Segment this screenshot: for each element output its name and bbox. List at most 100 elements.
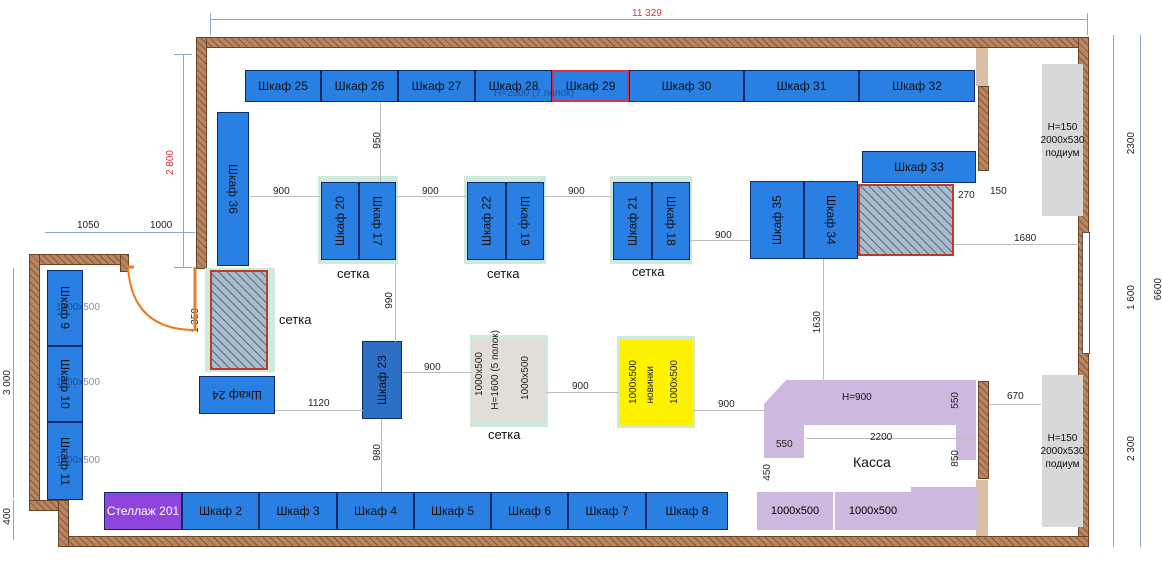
measure-line <box>402 372 472 373</box>
label-setka: сетка <box>279 312 312 327</box>
mesh-area <box>210 270 268 370</box>
display-new <box>619 340 693 426</box>
cabinet-7[interactable]: Шкаф 7 <box>568 492 646 530</box>
measure-label: 670 <box>1007 391 1024 402</box>
cabinet-23[interactable]: Шкаф 23 <box>362 341 402 419</box>
measure-label: 900 <box>424 362 441 373</box>
dimension-line-left-bottom <box>13 500 14 540</box>
display-new-label: новинки <box>645 366 656 404</box>
wall-light <box>976 48 988 86</box>
display-beige-shelves: H=1600 (5 полок) <box>490 330 501 410</box>
dimension-tick <box>174 267 192 268</box>
measure-line <box>546 392 618 393</box>
cabinet-22[interactable]: Шкаф 22 <box>467 182 506 260</box>
wall-partition-bottom <box>978 381 989 479</box>
cabinet-11[interactable]: Шкаф 11 <box>47 422 83 500</box>
rack-201[interactable]: Стеллаж 201 <box>104 492 182 530</box>
measure-label: 900 <box>568 186 585 197</box>
wall-entry-corner <box>58 500 69 547</box>
cabinet-17[interactable]: Шкаф 17 <box>359 182 396 260</box>
display-beige <box>472 340 546 422</box>
cabinet-26[interactable]: Шкаф 26 <box>321 70 398 102</box>
measure-line <box>989 404 1041 405</box>
dimension-right-bottom: 2 300 <box>1126 436 1137 462</box>
cabinet-21[interactable]: Шкаф 21 <box>613 182 652 260</box>
wall-top <box>196 37 1089 48</box>
box-lavender: 1000x500 <box>757 492 833 530</box>
measure-label: 900 <box>715 230 732 241</box>
dimension-line-left-lower <box>13 268 14 498</box>
measure-label: 2200 <box>870 432 893 443</box>
measure-line <box>395 264 396 342</box>
label-h900: H=900 <box>842 392 872 403</box>
cabinet-32[interactable]: Шкаф 32 <box>859 70 975 102</box>
dimension-tick <box>174 54 192 55</box>
dimension-right-mid: 1 600 <box>1126 285 1137 311</box>
dimension-left-upper: 2 800 <box>165 150 176 176</box>
display-beige-size: 1000x500 <box>520 356 531 400</box>
dimension-right-top: 2300 <box>1126 132 1137 155</box>
dimension-top-total: 11 329 <box>632 8 662 19</box>
label-setka: сетка <box>337 266 370 281</box>
dimension-line-door <box>45 232 195 233</box>
cabinet-9[interactable]: Шкаф 9 <box>47 270 83 346</box>
mesh-area <box>858 184 954 256</box>
measure-line <box>823 259 824 380</box>
dimension-left-lower: 3 000 <box>2 370 13 396</box>
cabinet-9-size: 1000x500 <box>56 302 100 313</box>
cabinet-6[interactable]: Шкаф 6 <box>491 492 568 530</box>
cabinet-3[interactable]: Шкаф 3 <box>259 492 337 530</box>
measure-label: 900 <box>273 186 290 197</box>
dimension-line-top <box>210 19 1088 20</box>
cabinet-30[interactable]: Шкаф 30 <box>629 70 744 102</box>
measure-label: 900 <box>422 186 439 197</box>
measure-label: 1630 <box>812 311 823 334</box>
measure-label: 1120 <box>308 398 330 409</box>
measure-line <box>690 240 750 241</box>
cabinet-8[interactable]: Шкаф 8 <box>646 492 728 530</box>
label-setka: сетка <box>488 427 521 442</box>
dimension-door-left: 1050 <box>77 220 100 231</box>
cabinet-29[interactable]: Шкаф 29 <box>552 70 629 102</box>
measure-label: 1680 <box>1014 233 1037 244</box>
measure-line <box>396 196 466 197</box>
cabinet-4[interactable]: Шкаф 4 <box>337 492 414 530</box>
dimension-line-right-total <box>1140 35 1141 547</box>
cabinet-34[interactable]: Шкаф 34 <box>804 181 858 259</box>
measure-label: 550 <box>776 439 793 450</box>
measure-label: 450 <box>762 464 773 481</box>
cabinet-35[interactable]: Шкаф 35 <box>750 181 804 259</box>
window <box>1082 232 1090 354</box>
display-new-size: 1000x500 <box>628 360 639 404</box>
cabinet-28[interactable]: Шкаф 28 <box>475 70 552 102</box>
cabinet-2[interactable]: Шкаф 2 <box>182 492 259 530</box>
cabinet-27[interactable]: Шкаф 27 <box>398 70 475 102</box>
cabinet-18[interactable]: Шкаф 18 <box>652 182 690 260</box>
display-beige-size: 1000x500 <box>474 352 485 396</box>
cash-counter <box>764 380 976 460</box>
wall-left-upper <box>196 37 207 269</box>
cabinet-10[interactable]: Шкаф 10 <box>47 346 83 422</box>
cabinet-31[interactable]: Шкаф 31 <box>744 70 859 102</box>
measure-line <box>954 244 1080 245</box>
measure-label: 900 <box>572 381 589 392</box>
label-setka: сетка <box>632 264 665 279</box>
measure-label: 270 <box>958 190 975 201</box>
measure-label: 990 <box>384 292 395 309</box>
wall-light <box>976 480 988 536</box>
wall-bottom <box>58 536 1089 547</box>
cabinet-19[interactable]: Шкаф 19 <box>506 182 544 260</box>
measure-label: 980 <box>372 444 383 461</box>
measure-label: 550 <box>950 392 961 409</box>
cabinet-33[interactable]: Шкаф 33 <box>862 151 976 183</box>
cabinet-24[interactable]: Шкаф 24 <box>199 376 275 414</box>
cabinet-25[interactable]: Шкаф 25 <box>245 70 321 102</box>
cabinet-10-size: 1000x500 <box>56 377 100 388</box>
cabinet-5[interactable]: Шкаф 5 <box>414 492 491 530</box>
cabinet-20[interactable]: Шкаф 20 <box>321 182 359 260</box>
dimension-line-right <box>1113 35 1114 547</box>
cabinet-36[interactable]: Шкаф 36 <box>217 112 249 266</box>
